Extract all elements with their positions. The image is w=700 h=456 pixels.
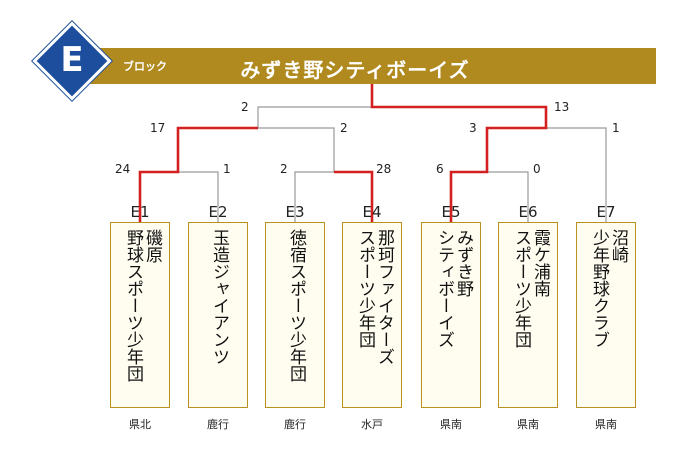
score-semi1-left: 17 <box>150 121 166 135</box>
team-card: 沼崎 少年野球クラブ <box>576 222 636 408</box>
bracket-line-e6 <box>487 171 529 222</box>
team-name-line1: 霞ケ浦南 <box>530 229 550 297</box>
score-semi2-right: 1 <box>612 121 620 135</box>
team-card: 玉造ジャイアンツ <box>188 222 248 408</box>
block-letter: E <box>60 40 84 80</box>
winner-line-e4 <box>334 170 374 222</box>
team-name-line2: スポーツ少年団 <box>511 229 531 348</box>
team-name-line2: シティボーイズ <box>434 229 454 348</box>
seed-label: E3 <box>285 203 305 221</box>
score-qf2-right: 28 <box>376 162 392 176</box>
region-label: 県南 <box>517 418 539 431</box>
winner-line-e5 <box>370 84 548 222</box>
team-card: 徳宿スポーツ少年団 <box>265 222 325 408</box>
region-label: 水戸 <box>361 418 383 431</box>
score-semi1-right: 2 <box>340 121 348 135</box>
seed-label: E5 <box>441 203 461 221</box>
team-name-line1: 玉造ジャイアンツ <box>209 229 229 365</box>
seed-label: E4 <box>362 203 382 221</box>
score-semi2-left: 3 <box>469 121 477 135</box>
title-banner <box>72 48 656 84</box>
bracket-line-e3 <box>294 171 334 222</box>
block-label: ブロック <box>123 60 167 73</box>
region-label: 鹿行 <box>284 418 306 431</box>
seed-label: E7 <box>596 203 616 221</box>
score-qf3-left: 6 <box>436 162 444 176</box>
bracket-line-final-left <box>257 106 372 128</box>
team-card: みずき野 シティボーイズ <box>421 222 481 408</box>
team-name-line1: 磯原 <box>142 229 162 263</box>
champion-name: みずき野シティボーイズ <box>240 58 470 82</box>
score-qf3-right: 0 <box>533 162 541 176</box>
score-final-right: 13 <box>554 100 570 114</box>
region-label: 県南 <box>595 418 617 431</box>
seed-label: E1 <box>130 203 150 221</box>
bracket-line-e2 <box>178 171 219 222</box>
score-qf1-right: 1 <box>223 162 231 176</box>
region-label: 県北 <box>129 418 151 431</box>
seed-label: E6 <box>518 203 538 221</box>
team-name-line1: 沼崎 <box>608 229 628 263</box>
team-name-line2: スポーツ少年団 <box>355 229 375 348</box>
winner-line-e1 <box>138 126 258 222</box>
team-name-line1: みずき野 <box>453 229 473 297</box>
score-qf2-left: 2 <box>280 162 288 176</box>
region-label: 鹿行 <box>207 418 229 431</box>
team-name-line1: 徳宿スポーツ少年団 <box>286 229 306 382</box>
team-card: 磯原 野球スポーツ少年団 <box>110 222 170 408</box>
team-card: 霞ケ浦南 スポーツ少年団 <box>498 222 558 408</box>
team-name-line1: 那珂ファイターズ <box>374 229 394 365</box>
team-card: 那珂ファイターズ スポーツ少年団 <box>342 222 402 408</box>
score-final-left: 2 <box>241 100 249 114</box>
bracket-line-semi1-right <box>258 127 335 172</box>
score-qf1-left: 24 <box>115 162 131 176</box>
team-name-line2: 少年野球クラブ <box>589 229 609 348</box>
region-label: 県南 <box>440 418 462 431</box>
team-name-line2: 野球スポーツ少年団 <box>123 229 143 382</box>
bracket-line-e7 <box>546 127 607 222</box>
seed-label: E2 <box>208 203 228 221</box>
